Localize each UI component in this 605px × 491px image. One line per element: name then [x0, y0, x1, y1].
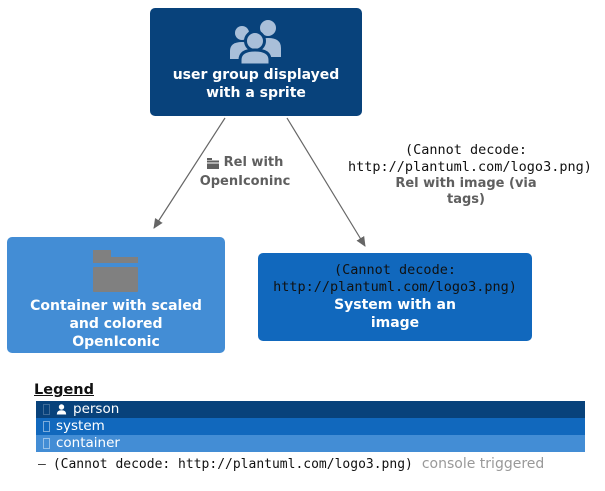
person-icon	[56, 404, 67, 415]
title-line: and colored	[69, 316, 163, 332]
node-title: user group displayed with a sprite	[173, 66, 340, 102]
node-system: (Cannot decode: http://plantuml.com/logo…	[258, 253, 532, 341]
user-group-sprite-icon	[225, 18, 287, 66]
legend-row-person: person	[36, 401, 585, 418]
decode-error-text: (Cannot decode:	[334, 262, 456, 278]
title-line: user group displayed	[172, 67, 340, 83]
legend-row-label: container	[56, 435, 120, 451]
folder-icon	[92, 245, 140, 297]
relationship-dash: –	[38, 457, 46, 472]
edge-label-rel-with-image: (Cannot decode: http://plantuml.com/logo…	[348, 142, 592, 208]
edge-label-rel-with-openiconic: Rel with OpenIconinc	[180, 155, 310, 190]
decode-error-text: (Cannot decode:	[405, 142, 527, 158]
edge-label-text: tags)	[447, 192, 485, 207]
legend-row-label: person	[73, 401, 120, 417]
title-line: Container with scaled	[30, 298, 202, 314]
decode-error-text: (Cannot decode: http://plantuml.com/logo…	[52, 457, 413, 472]
missing-glyph-icon	[43, 438, 50, 449]
legend-row-container: container	[36, 435, 585, 452]
legend-row-system: system	[36, 418, 585, 435]
missing-glyph-icon	[43, 421, 50, 432]
edge-label-text: OpenIconinc	[199, 173, 291, 189]
node-title: System with an image	[334, 296, 456, 332]
edge-label-text: Rel with	[223, 155, 284, 170]
legend: Legend person system container	[28, 382, 585, 452]
edge-label-text: Rel with image (via	[395, 176, 537, 191]
legend-title: Legend	[34, 382, 94, 398]
legend-row-label: system	[56, 418, 105, 434]
node-title: Container with scaled and colored OpenIc…	[30, 297, 202, 351]
title-line: OpenIconic	[72, 334, 160, 350]
legend-note: – (Cannot decode: http://plantuml.com/lo…	[38, 456, 598, 472]
title-line: image	[370, 315, 420, 331]
missing-glyph-icon	[43, 404, 50, 415]
node-user-group: user group displayed with a sprite	[150, 8, 362, 116]
node-container: Container with scaled and colored OpenIc…	[7, 237, 225, 353]
title-line: with a sprite	[206, 85, 306, 101]
decode-error-text: http://plantuml.com/logo3.png)	[273, 279, 517, 295]
console-triggered-text: console triggered	[421, 456, 545, 472]
folder-small-icon	[206, 157, 219, 169]
title-line: System with an	[334, 297, 456, 313]
decode-error-text: http://plantuml.com/logo3.png)	[348, 159, 592, 175]
